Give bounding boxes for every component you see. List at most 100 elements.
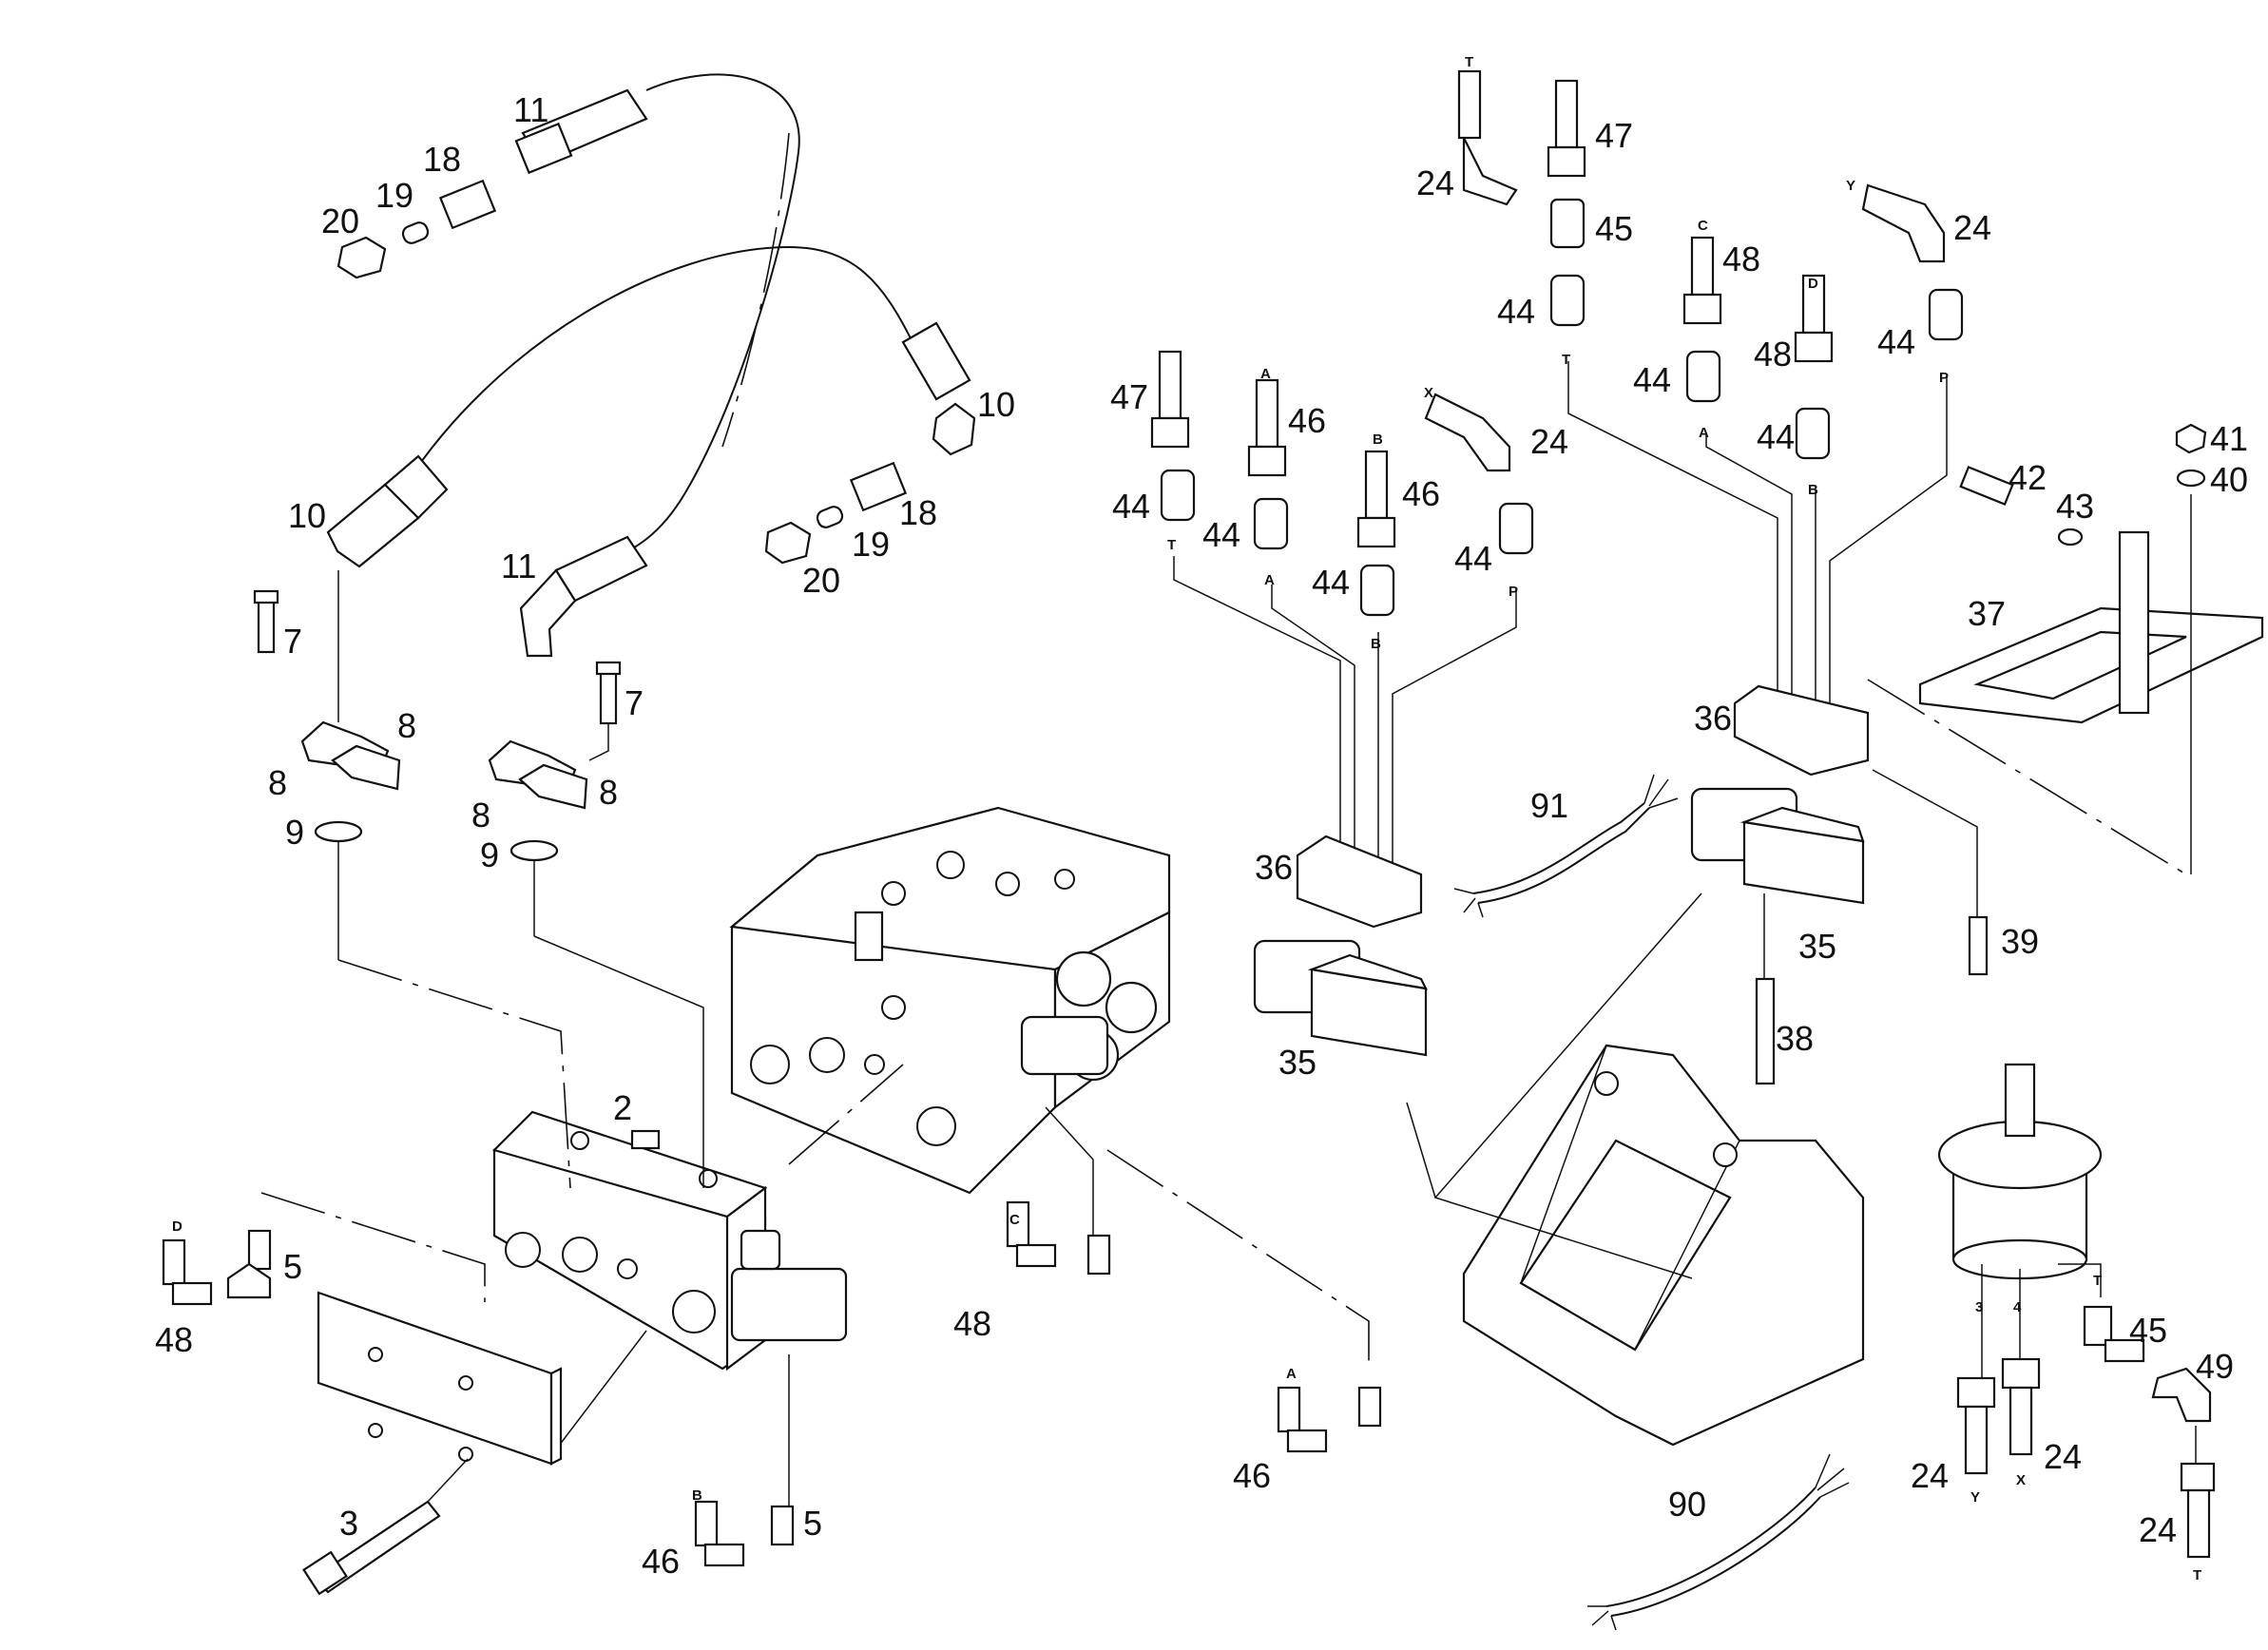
callout-44: 44	[1877, 322, 1915, 361]
hydraulic-pump	[1937, 1063, 2216, 1559]
port-label-Y: Y	[1970, 1489, 1980, 1506]
callout-24: 24	[1416, 163, 1454, 202]
callout-44: 44	[1497, 292, 1535, 331]
callout-24: 24	[2139, 1510, 2177, 1549]
callout-35: 35	[1798, 927, 1836, 966]
callout-8: 8	[599, 773, 618, 812]
fitting-stack-right	[1457, 69, 1964, 777]
callout-49: 49	[2196, 1347, 2234, 1386]
port-label-B: B	[1808, 482, 1818, 498]
callout-19: 19	[375, 176, 413, 215]
callout-48: 48	[1754, 335, 1792, 374]
port-label-A: A	[1260, 366, 1271, 382]
callout-48: 48	[953, 1304, 991, 1343]
callout-20: 20	[802, 561, 840, 600]
cover-plate	[302, 1291, 563, 1596]
callout-3: 3	[339, 1504, 358, 1543]
callout-39: 39	[2001, 922, 2039, 961]
callout-35: 35	[1278, 1043, 1317, 1082]
hose-assembly-upper	[326, 73, 976, 658]
support-frame	[1406, 892, 1865, 1447]
cable-harness-90	[1587, 1453, 1850, 1631]
callout-24: 24	[1530, 422, 1568, 461]
callout-9: 9	[480, 835, 499, 874]
callout-44: 44	[1312, 563, 1350, 602]
callout-9: 9	[285, 813, 304, 852]
callout-5: 5	[803, 1504, 822, 1543]
callout-44: 44	[1633, 360, 1671, 399]
callout-10: 10	[977, 385, 1015, 424]
port-label-A: A	[1286, 1366, 1297, 1382]
port-label-X: X	[1424, 385, 1433, 401]
callout-36: 36	[1694, 699, 1732, 738]
callout-48: 48	[155, 1320, 193, 1359]
callout-40: 40	[2210, 460, 2248, 499]
callout-41: 41	[2210, 419, 2248, 458]
cable-harness-91	[1453, 774, 1679, 918]
port-label-T: T	[2093, 1273, 2102, 1289]
callout-8: 8	[471, 796, 490, 835]
callout-45: 45	[1595, 209, 1633, 248]
port-label-D: D	[1808, 276, 1818, 292]
callout-46: 46	[1233, 1456, 1271, 1495]
port-label-T: T	[1562, 352, 1570, 368]
port-label-T: T	[1465, 54, 1473, 70]
port-label-X: X	[2016, 1472, 2026, 1488]
port-label-C: C	[1698, 218, 1708, 234]
callout-24: 24	[1911, 1456, 1949, 1495]
port-label-T: T	[1167, 537, 1176, 553]
callout-8: 8	[268, 763, 287, 802]
callout-47: 47	[1595, 116, 1633, 155]
callout-2: 2	[613, 1088, 632, 1127]
leader-lines-left	[260, 935, 1370, 1511]
port-label-A: A	[1699, 425, 1709, 441]
callout-8: 8	[397, 706, 416, 745]
callout-91: 91	[1530, 786, 1568, 825]
port-label-Y: Y	[1846, 178, 1855, 194]
port-letter-labels: D C B A T A B X P A B T T C A D B Y P 3 …	[172, 54, 2201, 1583]
callout-labels: 11 18 19 20 10 10 11 18 19 20 7 7 8 8 8 …	[155, 90, 2248, 1581]
port-label-A: A	[1264, 572, 1275, 588]
callout-36: 36	[1255, 848, 1293, 887]
bracket-plate-37	[1755, 423, 2264, 1085]
callout-44: 44	[1757, 417, 1795, 456]
solenoid-valve-35-right	[1690, 787, 1865, 905]
callout-45: 45	[2129, 1311, 2167, 1350]
callout-24: 24	[2044, 1437, 2082, 1476]
callout-44: 44	[1112, 487, 1150, 526]
callout-19: 19	[852, 525, 890, 564]
callout-37: 37	[1968, 594, 2006, 633]
callout-7: 7	[283, 622, 302, 661]
callout-5: 5	[283, 1247, 302, 1286]
callout-46: 46	[642, 1542, 680, 1581]
port-label-B: B	[1373, 432, 1383, 448]
callout-43: 43	[2056, 487, 2094, 526]
callout-38: 38	[1776, 1019, 1814, 1058]
port-label-C: C	[1009, 1212, 1020, 1228]
port-label-P: P	[1509, 584, 1518, 600]
port-label-D: D	[172, 1218, 183, 1235]
port-label-T: T	[2193, 1567, 2201, 1583]
port-label-B: B	[1371, 636, 1381, 652]
main-valve-block-2	[491, 1110, 848, 1445]
flange-clamp-left	[253, 570, 401, 960]
callout-18: 18	[899, 493, 937, 532]
callout-11: 11	[513, 90, 548, 129]
callout-48: 48	[1722, 240, 1760, 278]
port-label-4: 4	[2013, 1299, 2022, 1315]
callout-10: 10	[288, 496, 326, 535]
callout-11: 11	[501, 547, 536, 585]
port-label-3: 3	[1975, 1299, 1983, 1315]
callout-24: 24	[1953, 208, 1991, 247]
callout-20: 20	[321, 201, 359, 240]
port-label-B: B	[692, 1487, 702, 1504]
main-valve-block-upper	[729, 806, 1171, 1195]
callout-18: 18	[423, 140, 461, 179]
callout-44: 44	[1202, 515, 1240, 554]
callout-46: 46	[1402, 474, 1440, 513]
callout-44: 44	[1454, 539, 1492, 578]
flange-clamp-right	[488, 661, 622, 936]
callout-7: 7	[625, 683, 644, 722]
port-label-P: P	[1939, 370, 1949, 386]
